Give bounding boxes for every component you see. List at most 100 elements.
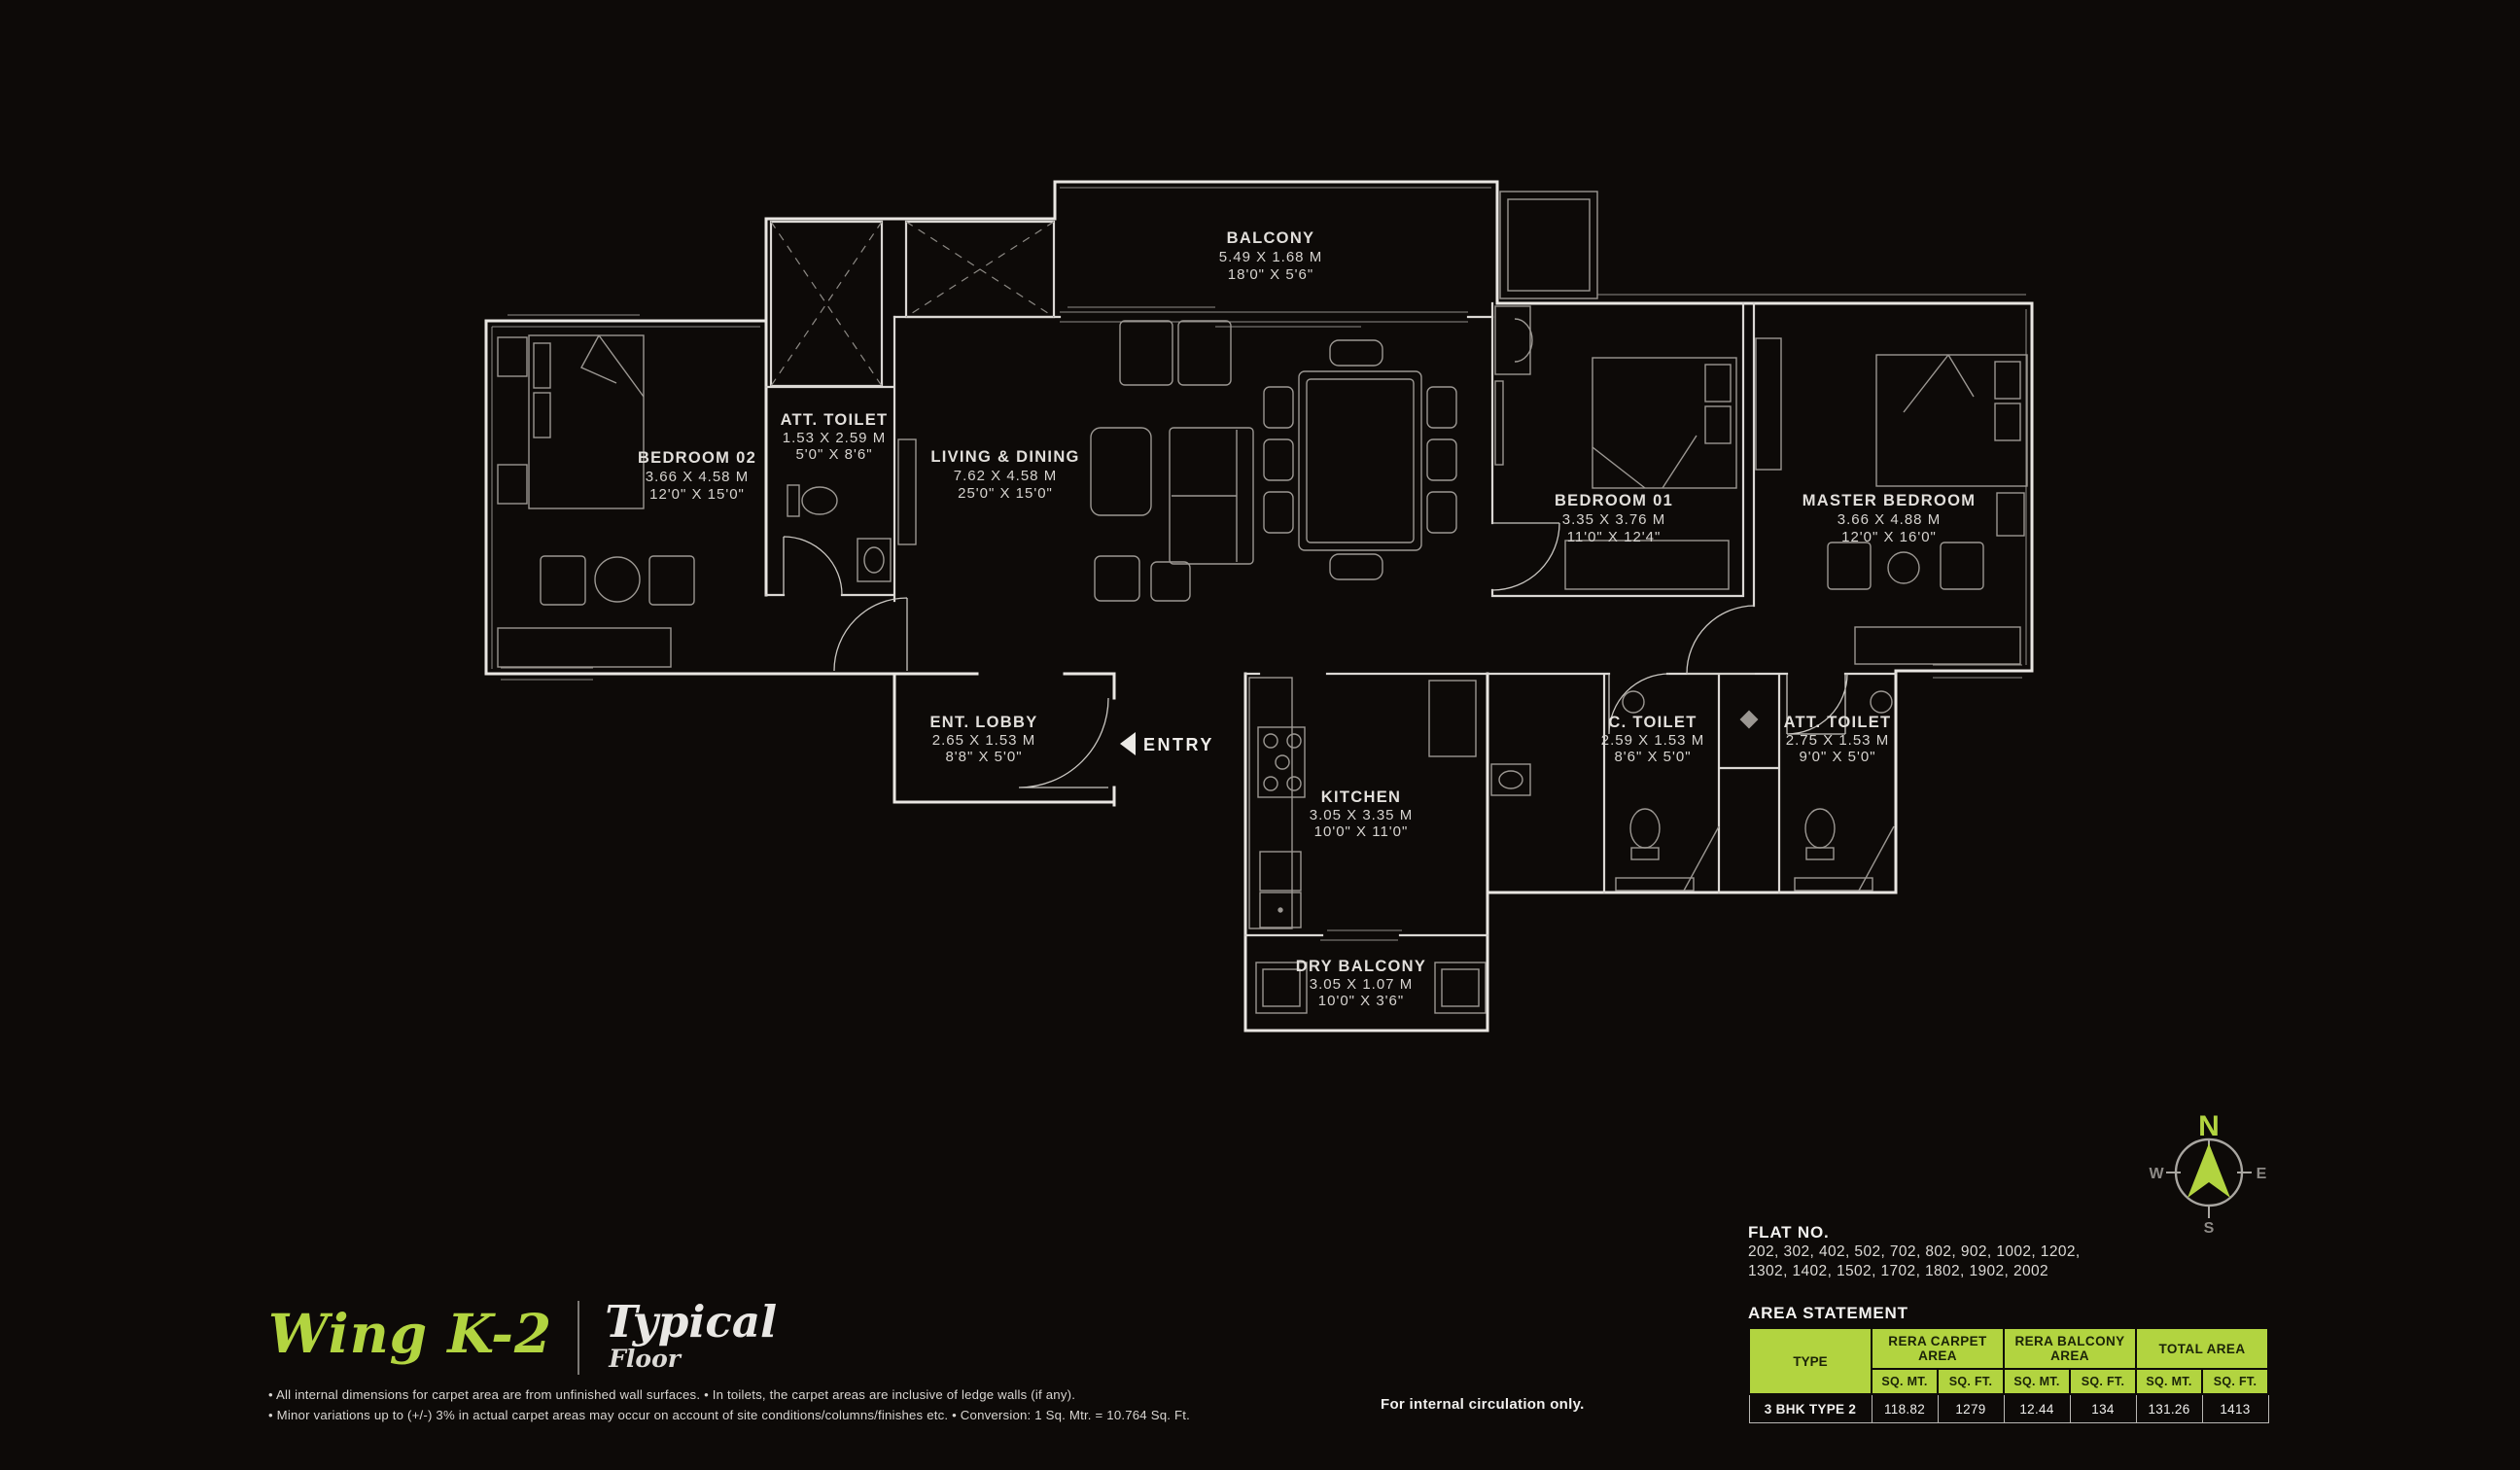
svg-text:3.05 X 1.07 M: 3.05 X 1.07 M [1310, 976, 1413, 993]
svg-text:LIVING & DINING: LIVING & DINING [930, 448, 1079, 466]
svg-text:2.65 X 1.53 M: 2.65 X 1.53 M [932, 732, 1035, 749]
area-statement-table: TYPE RERA CARPET AREA RERA BALCONY AREA … [1748, 1327, 2269, 1423]
bed-bedroom01 [1494, 305, 1737, 590]
room-label-bedroom01: BEDROOM 01 3.35 X 3.76 M 11'0" X 12'4" [1555, 492, 1673, 545]
svg-text:ATT. TOILET: ATT. TOILET [1784, 714, 1892, 731]
room-label-c-toilet: C. TOILET 2.59 X 1.53 M 8'6" X 5'0" [1601, 714, 1704, 765]
svg-text:12'0" X 15'0": 12'0" X 15'0" [649, 486, 745, 503]
circulation-note: For internal circulation only. [1381, 1396, 1585, 1413]
svg-text:7.62 X 4.58 M: 7.62 X 4.58 M [954, 468, 1057, 484]
floor-label: Typical Floor [605, 1299, 777, 1373]
flat-number-block: FLAT NO. 202, 302, 402, 502, 702, 802, 9… [1748, 1223, 2081, 1281]
bed-master [1755, 337, 2028, 665]
svg-text:2.59 X 1.53 M: 2.59 X 1.53 M [1601, 732, 1704, 749]
col-header-type: TYPE [1748, 1327, 1872, 1395]
svg-text:DRY BALCONY: DRY BALCONY [1296, 958, 1426, 975]
svg-text:3.66 X 4.88 M: 3.66 X 4.88 M [1838, 511, 1941, 528]
entry-arrow-icon [1120, 732, 1136, 755]
svg-text:8'8" X 5'0": 8'8" X 5'0" [945, 749, 1022, 765]
svg-text:25'0" X 15'0": 25'0" X 15'0" [958, 485, 1053, 502]
svg-text:BEDROOM 01: BEDROOM 01 [1555, 492, 1673, 509]
svg-text:10'0" X 3'6": 10'0" X 3'6" [1318, 993, 1404, 1009]
svg-text:2.75 X 1.53 M: 2.75 X 1.53 M [1786, 732, 1889, 749]
subheader-sqmt: SQ. MT. [2003, 1368, 2071, 1395]
wing-title: Wing K-2 [268, 1302, 553, 1365]
cell-balcony-sqmt: 12.44 [2003, 1393, 2071, 1423]
col-header-rera-balcony: RERA BALCONY AREA [2003, 1327, 2137, 1370]
toilet-fixtures-left [787, 484, 892, 582]
subheader-sqft: SQ. FT. [2069, 1368, 2137, 1395]
svg-text:W: W [2149, 1166, 2164, 1182]
area-statement-title: AREA STATEMENT [1748, 1304, 1908, 1322]
toilet-fixtures-center [1622, 690, 1720, 892]
plan-title-block: Wing K-2 Typical Floor [268, 1299, 777, 1375]
svg-text:8'6" X 5'0": 8'6" X 5'0" [1614, 749, 1691, 765]
svg-text:ATT. TOILET: ATT. TOILET [781, 411, 889, 429]
title-divider [578, 1301, 580, 1375]
cell-balcony-sqft: 134 [2069, 1393, 2137, 1423]
room-label-living: LIVING & DINING 7.62 X 4.58 M 25'0" X 15… [930, 448, 1079, 502]
furniture [497, 305, 2028, 1014]
floor-type-label: Typical [605, 1296, 778, 1348]
dry-balcony-fixtures [1255, 962, 1487, 1014]
col-header-total-area: TOTAL AREA [2135, 1327, 2269, 1370]
room-label-ent-lobby: ENT. LOBBY 2.65 X 1.53 M 8'8" X 5'0" [929, 714, 1037, 765]
cell-carpet-sqft: 1279 [1937, 1393, 2005, 1423]
svg-text:MASTER BEDROOM: MASTER BEDROOM [1802, 492, 1977, 509]
kitchen-fixtures [1248, 677, 1531, 929]
svg-text:E: E [2257, 1166, 2267, 1182]
svg-text:N: N [2198, 1110, 2220, 1142]
disclaimer-notes: • All internal dimensions for carpet are… [268, 1384, 1190, 1425]
cell-total-sqmt: 131.26 [2135, 1393, 2203, 1423]
svg-text:5.49 X 1.68 M: 5.49 X 1.68 M [1219, 249, 1322, 265]
svg-text:12'0" X 16'0": 12'0" X 16'0" [1841, 529, 1937, 545]
disclaimer-line-1: • All internal dimensions for carpet are… [268, 1387, 1076, 1402]
svg-text:3.35 X 3.76 M: 3.35 X 3.76 M [1562, 511, 1665, 528]
doors [783, 522, 1848, 788]
compass-icon: N W E S [2149, 1110, 2266, 1237]
flat-number-line-1: 202, 302, 402, 502, 702, 802, 902, 1002,… [1748, 1243, 2081, 1260]
svg-text:KITCHEN: KITCHEN [1321, 788, 1401, 806]
subheader-sqmt: SQ. MT. [1871, 1368, 1939, 1395]
room-labels: BALCONY 5.49 X 1.68 M 18'0" X 5'6" BEDRO… [638, 229, 1977, 1009]
table-data-row: 3 BHK TYPE 2 118.82 1279 12.44 134 131.2… [1748, 1393, 2269, 1423]
table-subheader-row: SQ. MT. SQ. FT. SQ. MT. SQ. FT. SQ. MT. … [1749, 1368, 2269, 1395]
walls [484, 180, 2034, 1032]
svg-text:10'0" X 11'0": 10'0" X 11'0" [1314, 823, 1409, 840]
svg-text:ENT. LOBBY: ENT. LOBBY [929, 714, 1037, 731]
room-label-bedroom02: BEDROOM 02 3.66 X 4.58 M 12'0" X 15'0" [638, 449, 756, 503]
svg-text:ENTRY: ENTRY [1143, 735, 1214, 754]
living-furniture [897, 320, 1457, 602]
svg-text:1.53 X 2.59 M: 1.53 X 2.59 M [783, 430, 886, 446]
flat-number-line-2: 1302, 1402, 1502, 1702, 1802, 1902, 2002 [1748, 1263, 2049, 1279]
cell-carpet-sqmt: 118.82 [1871, 1393, 1939, 1423]
table-group-header-row: TYPE RERA CARPET AREA RERA BALCONY AREA … [1748, 1327, 2269, 1395]
svg-text:S: S [2204, 1220, 2215, 1237]
svg-text:3.66 X 4.58 M: 3.66 X 4.58 M [646, 469, 749, 485]
room-label-balcony: BALCONY 5.49 X 1.68 M 18'0" X 5'6" [1219, 229, 1322, 283]
col-header-rera-carpet: RERA CARPET AREA [1871, 1327, 2005, 1370]
room-label-master: MASTER BEDROOM 3.66 X 4.88 M 12'0" X 16'… [1802, 492, 1977, 545]
bed-bedroom02 [497, 334, 645, 509]
cell-total-sqft: 1413 [2201, 1393, 2269, 1423]
subheader-sqft: SQ. FT. [1937, 1368, 2005, 1395]
room-label-dry-balcony: DRY BALCONY 3.05 X 1.07 M 10'0" X 3'6" [1296, 958, 1426, 1009]
entry-marker: ENTRY [1120, 732, 1214, 755]
flat-number-title: FLAT NO. [1748, 1223, 1830, 1242]
room-label-kitchen: KITCHEN 3.05 X 3.35 M 10'0" X 11'0" [1310, 788, 1413, 840]
svg-text:9'0" X 5'0": 9'0" X 5'0" [1799, 749, 1875, 765]
toilet-fixtures-right [1804, 690, 1895, 892]
svg-text:BALCONY: BALCONY [1227, 229, 1315, 247]
subheader-sqft: SQ. FT. [2201, 1368, 2269, 1395]
floor-word-label: Floor [609, 1345, 681, 1373]
svg-text:BEDROOM 02: BEDROOM 02 [638, 449, 756, 467]
svg-text:3.05 X 3.35 M: 3.05 X 3.35 M [1310, 807, 1413, 823]
room-label-att-toilet-left: ATT. TOILET 1.53 X 2.59 M 5'0" X 8'6" [781, 411, 889, 463]
svg-text:C. TOILET: C. TOILET [1608, 714, 1697, 731]
disclaimer-line-2: • Minor variations up to (+/-) 3% in act… [268, 1408, 1190, 1422]
cell-flat-type: 3 BHK TYPE 2 [1748, 1393, 1872, 1423]
room-label-att-toilet-right: ATT. TOILET 2.75 X 1.53 M 9'0" X 5'0" [1784, 714, 1892, 765]
svg-text:18'0" X 5'6": 18'0" X 5'6" [1228, 266, 1313, 283]
